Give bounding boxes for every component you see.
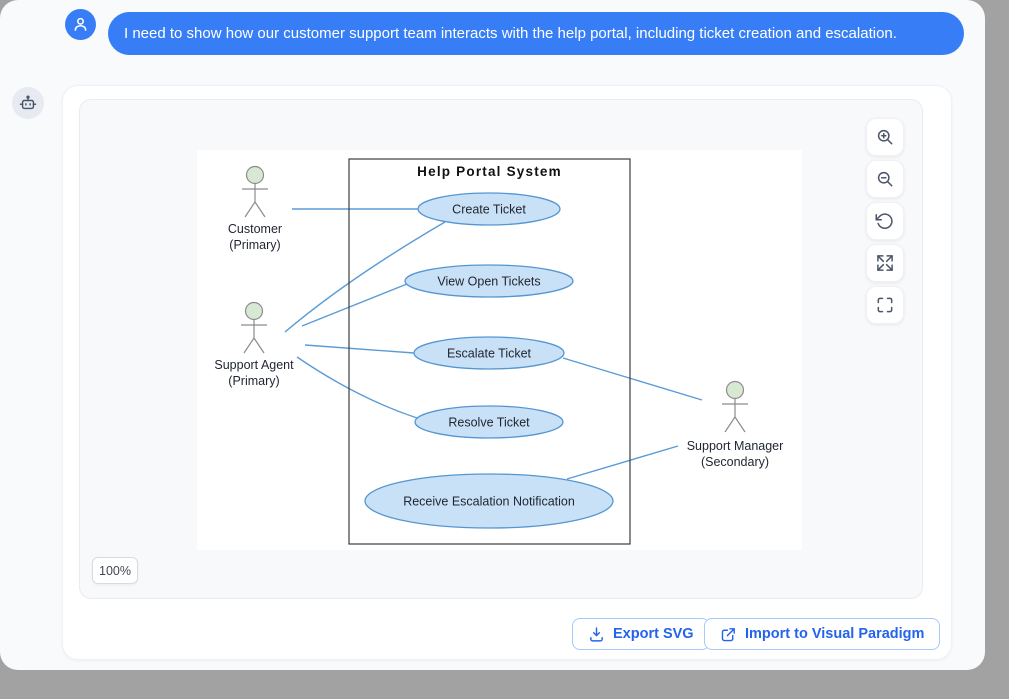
use-case-label: Create Ticket [452,203,526,217]
association-support-agent-view-open-tickets [301,283,408,327]
person-icon [74,17,87,31]
rotate-ccw-icon [875,213,893,229]
use-case-label: Receive Escalation Notification [403,495,575,509]
use-case-escalate-ticket: Escalate Ticket [413,336,565,370]
expand-button[interactable] [866,244,904,282]
actor-support-manager: Support Manager (Secondary) [687,380,784,469]
magnifier-minus-icon [877,171,893,187]
export-svg-button[interactable]: Export SVG [572,618,710,650]
user-message-text: I need to show how our customer support … [124,25,897,42]
arrows-out-icon [877,255,893,271]
actor-name: Support Agent [214,358,294,372]
actor-support-agent: Support Agent (Primary) [214,301,294,388]
user-message-bubble: I need to show how our customer support … [108,12,964,55]
user-avatar [65,9,96,40]
system-boundary [348,158,631,545]
corner-brackets-icon [877,297,893,313]
use-case-receive-escalation-notification: Receive Escalation Notification [364,473,614,529]
zoom-out-button[interactable] [866,160,904,198]
use-case-ellipse [404,264,574,298]
actor-name: Support Manager [687,439,784,453]
use-case-label: View Open Tickets [437,275,540,289]
use-case-view-open-tickets: View Open Tickets [404,264,574,298]
use-case-ellipse [413,336,565,370]
actor-head [244,301,264,321]
actor-role: (Primary) [228,374,279,388]
actor-role: (Primary) [229,238,280,252]
association-support-agent-create-ticket [284,221,446,333]
app-window: I need to show how our customer support … [0,0,985,670]
association-support-agent-escalate-ticket [304,344,415,354]
download-icon [590,626,603,642]
association-escalate-ticket-support-manager [562,357,703,401]
actor-role: (Secondary) [701,455,769,469]
assistant-avatar [12,87,44,119]
external-link-icon [721,627,735,641]
actor-head [245,165,265,185]
use-case-ellipse [364,473,614,529]
use-case-ellipse [414,405,564,439]
zoom-level-badge: 100% [92,557,138,584]
use-case-label: Resolve Ticket [448,416,530,430]
use-case-ellipse [417,192,561,226]
zoom-controls [866,118,904,324]
export-svg-label: Export SVG [613,626,694,642]
robot-icon [19,95,37,110]
actor-name: Customer [228,222,282,236]
actor-customer: Customer (Primary) [228,165,282,252]
import-visual-paradigm-button[interactable]: Import to Visual Paradigm [704,618,941,650]
zoom-level-text: 100% [99,563,131,578]
magnifier-plus-icon [877,129,893,145]
system-title: Help Portal System [417,164,562,179]
import-visual-paradigm-label: Import to Visual Paradigm [745,626,925,642]
actor-head [725,380,745,400]
association-receive-escalation-notification-support-manager [566,445,679,480]
zoom-in-button[interactable] [866,118,904,156]
reset-view-button[interactable] [866,202,904,240]
fullscreen-button[interactable] [866,286,904,324]
use-case-create-ticket: Create Ticket [417,192,561,226]
use-case-resolve-ticket: Resolve Ticket [414,405,564,439]
association-support-agent-resolve-ticket [296,356,418,419]
use-case-label: Escalate Ticket [447,347,532,361]
